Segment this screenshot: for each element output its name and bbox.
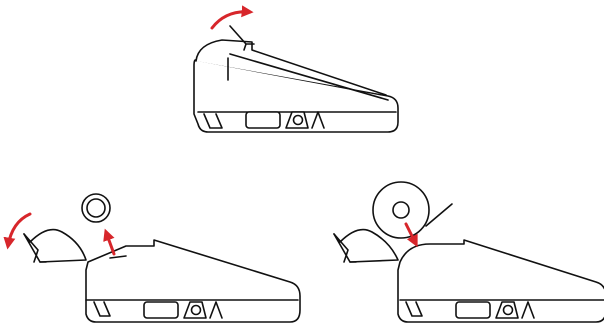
printer-step-open-cover — [194, 12, 398, 132]
printer-step-insert-roll — [8, 194, 300, 322]
port-slot — [246, 112, 280, 128]
port-slot — [456, 302, 490, 318]
feed-button — [294, 116, 303, 125]
paper-roll-core — [393, 202, 409, 218]
open-arrow — [212, 12, 250, 28]
paper-tail — [426, 204, 452, 226]
insert-arrow — [106, 232, 114, 254]
printer-step-close-cover — [334, 182, 604, 322]
port-slot — [144, 302, 178, 318]
feed-button — [504, 306, 513, 315]
open-arrow — [8, 214, 30, 246]
paper-roll-core — [87, 199, 105, 217]
feed-button — [192, 306, 201, 315]
